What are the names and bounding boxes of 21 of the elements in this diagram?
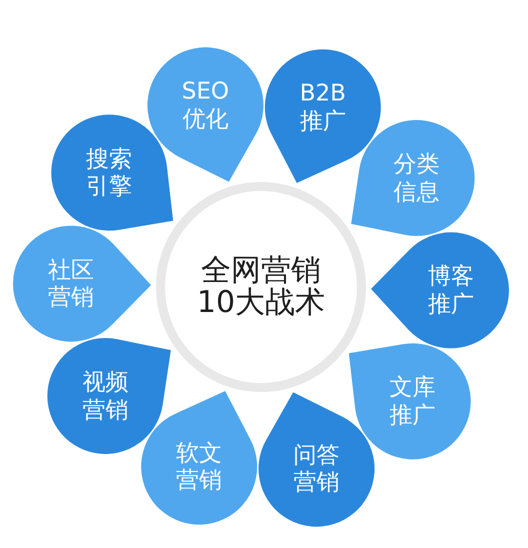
teardrop-petal [141, 391, 258, 525]
teardrop-petal [147, 47, 264, 182]
petal-label: B2B推广 [298, 80, 347, 136]
petal-label: 视频营销 [81, 369, 130, 425]
petal-label: 博客推广 [426, 264, 475, 319]
teardrop-petal [47, 337, 171, 454]
petal-label: 分类信息 [392, 151, 441, 207]
petal-label: 搜索引擎 [85, 146, 134, 202]
petal-label: 文库推广 [388, 374, 437, 430]
teardrop-petal [258, 392, 375, 527]
petal-label: 软文营销 [175, 440, 224, 496]
teardrop-petal [51, 114, 174, 231]
teardrop-petal [264, 49, 381, 183]
teardrop-petal [370, 232, 509, 349]
petal-label: 问答营销 [292, 442, 341, 498]
teardrop-petal [351, 120, 475, 237]
center-label: 全网营销10大战术 [196, 254, 326, 320]
petal-label: SEO优化 [180, 78, 230, 134]
teardrop-petal [348, 343, 471, 460]
petal-label: 社区营销 [47, 257, 95, 312]
teardrop-petal [13, 225, 152, 342]
